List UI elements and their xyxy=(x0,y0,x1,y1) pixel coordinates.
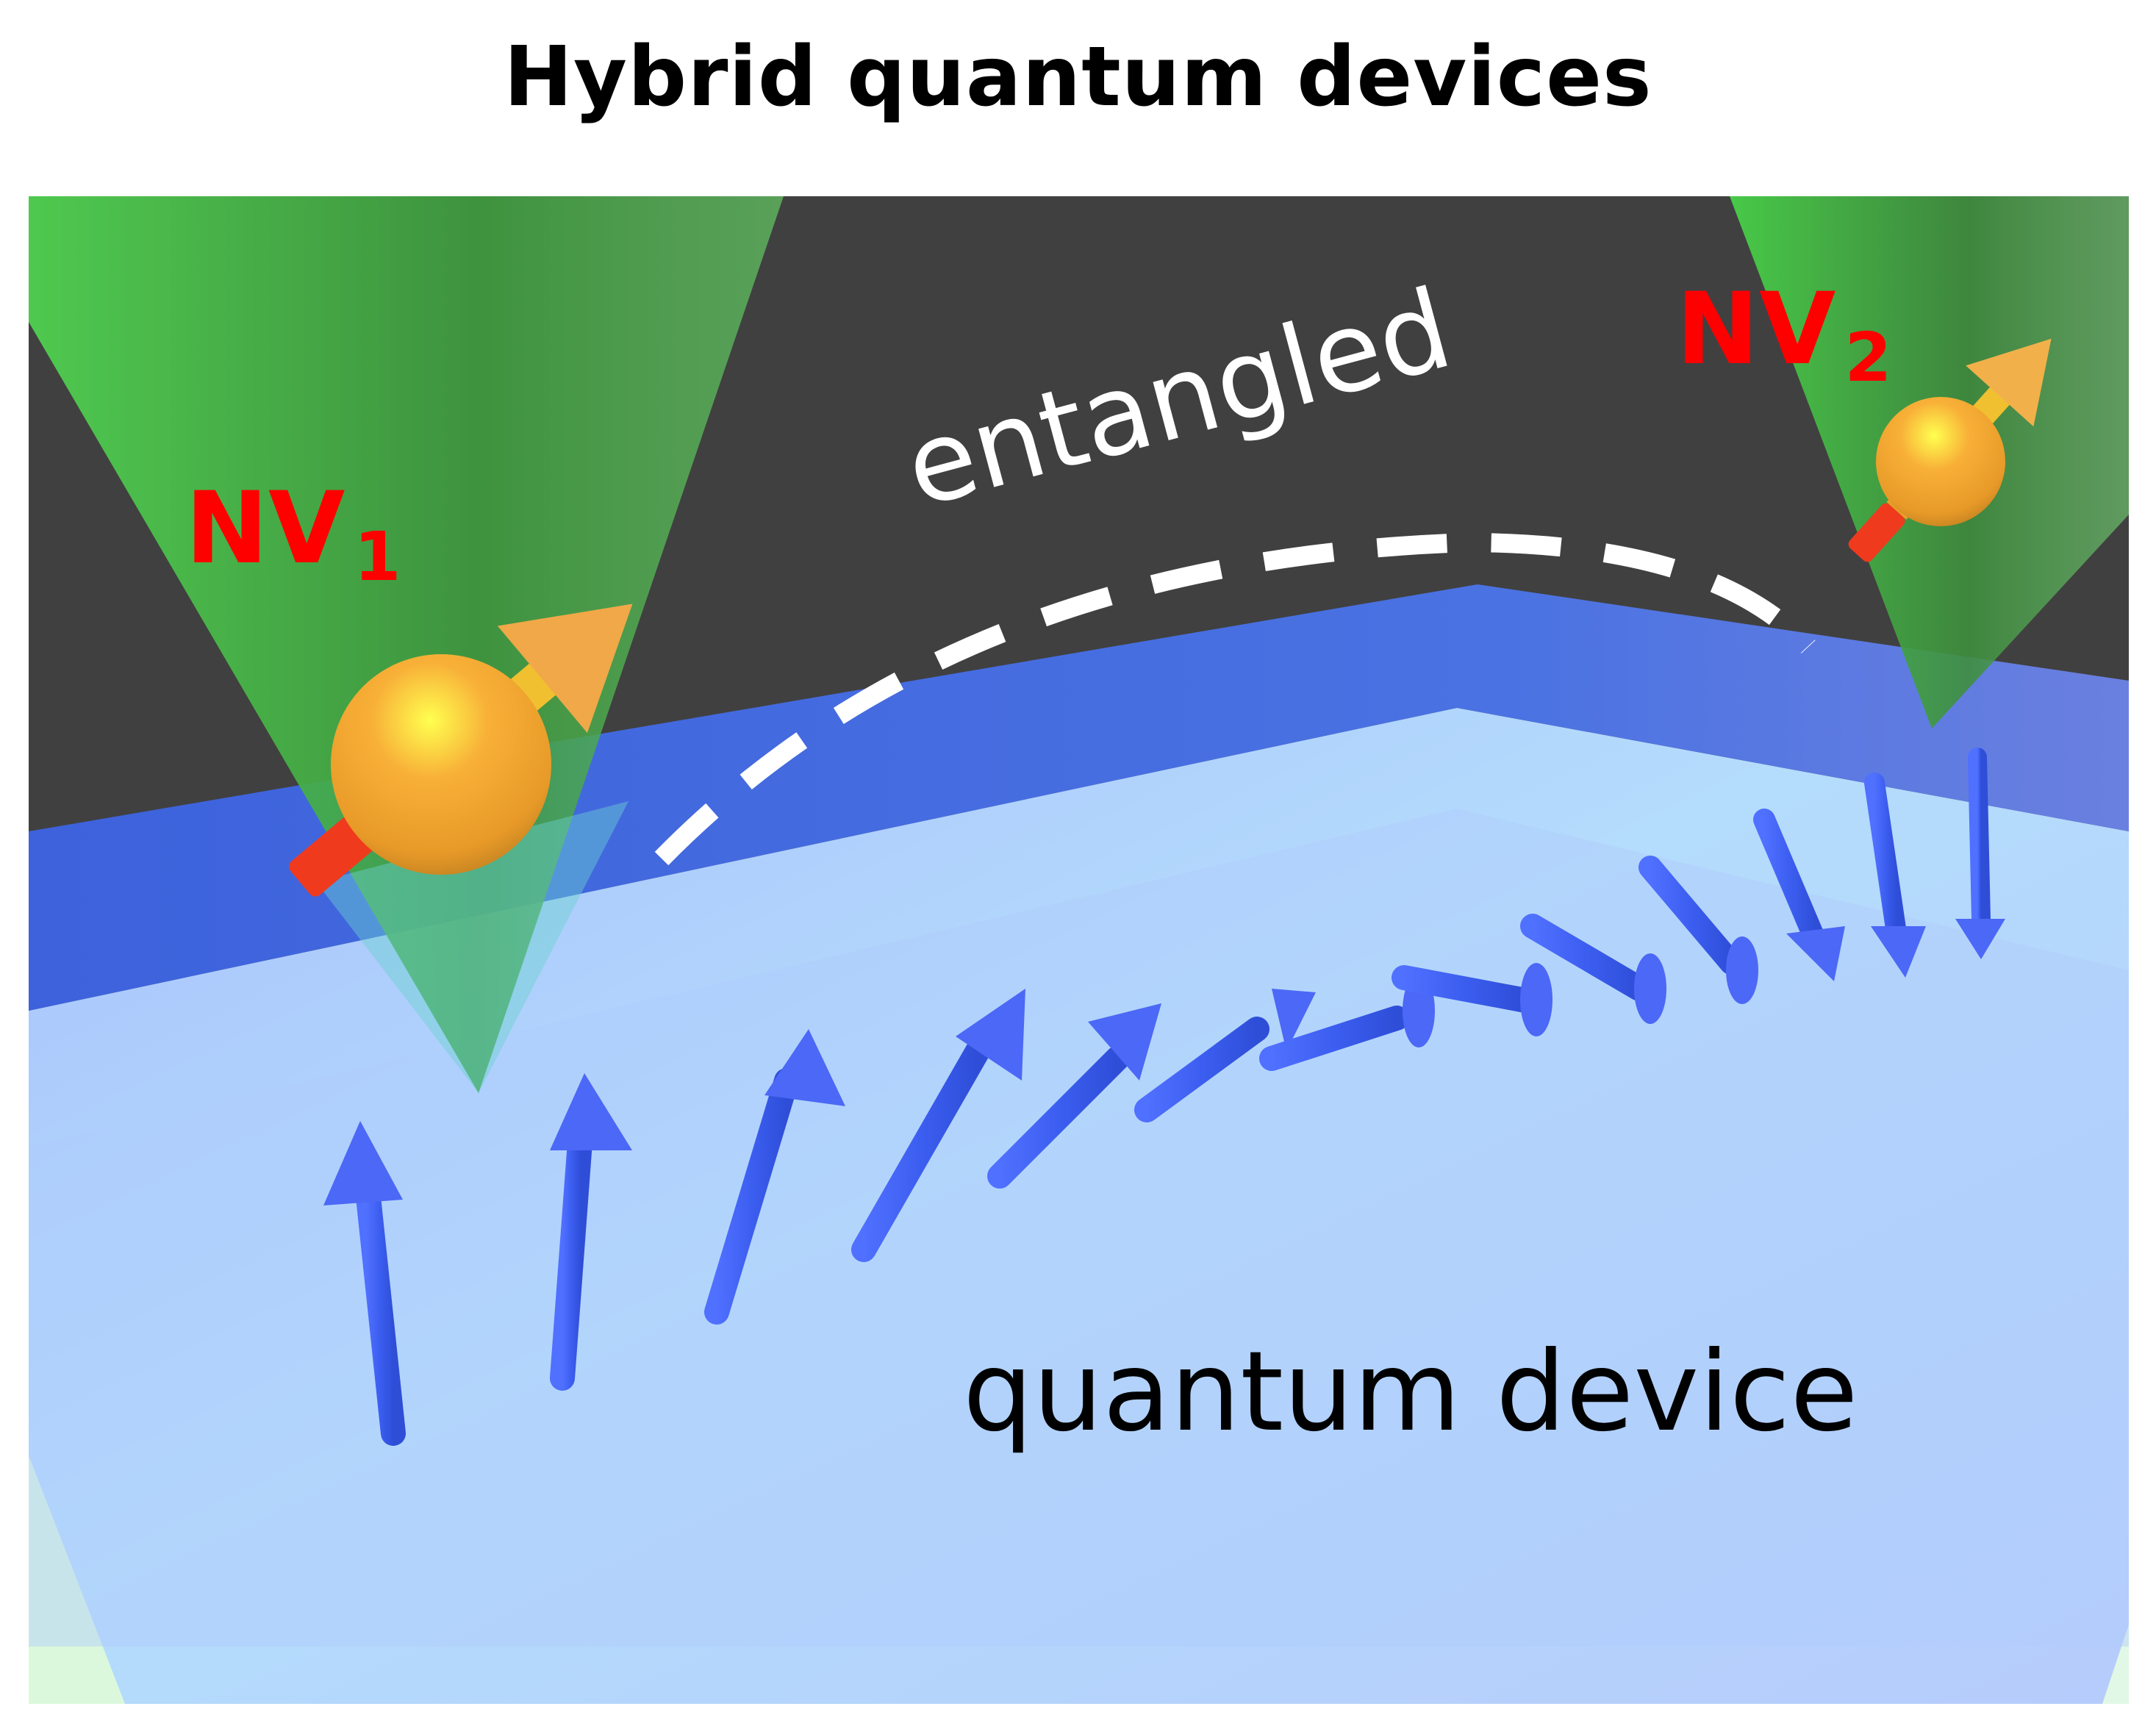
magnon-arrow-icon xyxy=(987,1003,1161,1189)
laser-cone-left-tip xyxy=(316,801,628,1093)
magnon-arrow-icon xyxy=(323,1121,406,1446)
magnon-arrow-icon xyxy=(550,1073,632,1391)
nv2-spin-icon xyxy=(1848,338,2052,562)
floor-corner-right xyxy=(2102,1624,2129,1704)
device-platform xyxy=(29,809,2129,1647)
floor-corner-left xyxy=(29,1455,125,1704)
nv1-spin-icon xyxy=(289,603,633,897)
magnon-arrow-icon xyxy=(1392,963,1552,1036)
entanglement-arc xyxy=(654,532,1816,866)
magnon-arrow-icon xyxy=(1864,773,1926,978)
magnon-arrow-icon xyxy=(1520,914,1666,1024)
quantum-device-label: quantum device xyxy=(963,1328,1858,1456)
magnon-arrow-icon xyxy=(704,1029,845,1325)
magnon-arrow-icon xyxy=(1955,748,2005,959)
laser-cone-left xyxy=(29,196,784,1093)
figure-title: Hybrid quantum devices xyxy=(504,29,1652,125)
magnon-arrow-icon xyxy=(1753,809,1845,981)
magnon-arrow-icon xyxy=(1639,856,1758,1004)
device-wall xyxy=(29,584,2129,1011)
magnon-arrow-icon xyxy=(851,989,1025,1262)
spin-wave-arrows xyxy=(323,748,2005,1446)
magnon-arrow-icon xyxy=(1134,989,1316,1122)
